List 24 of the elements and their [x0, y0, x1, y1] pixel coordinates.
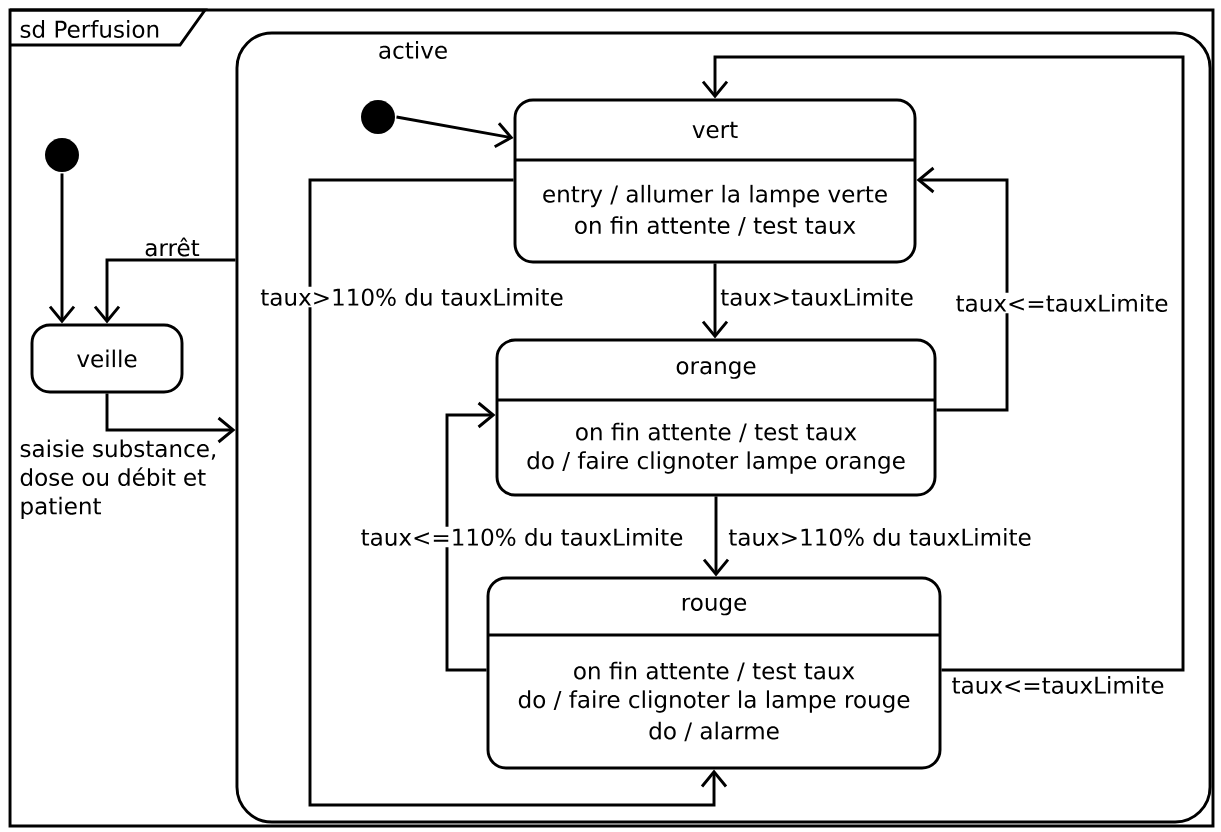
edge-label: arrêt [145, 237, 200, 257]
arrow [701, 55, 1185, 672]
initial-state-dot [361, 100, 395, 134]
arrow [105, 393, 236, 444]
state-box: rouge on fin attente / test taux do / faire clignoter la lampe rouge do / alarme [486, 576, 942, 770]
arrow [916, 166, 1009, 412]
state-box: veille [30, 323, 184, 394]
state-box: vert entry / allumer la lampe verte on fin attente / test taux [513, 98, 917, 264]
initial-state-dot [45, 138, 79, 172]
edge-label: taux>110% du tauxLimite [260, 288, 563, 306]
edge-label: taux>tauxLimite [720, 288, 913, 306]
edge-label: taux<=tauxLimite [952, 676, 1164, 694]
edge-label: saisie substance, dose ou débit et patient [20, 439, 216, 520]
arrow [396, 115, 514, 149]
arrow [308, 178, 728, 807]
arrow [93, 258, 236, 324]
arrow [702, 496, 730, 577]
arrow [48, 173, 76, 324]
edge-label: taux>110% du tauxLimite [728, 528, 1031, 546]
edge-label: taux<=110% du tauxLimite [361, 528, 683, 546]
arrow [701, 263, 729, 339]
edge-label: taux<=tauxLimite [956, 294, 1168, 312]
arrow [445, 401, 496, 672]
state-box: orange on fin attente / test taux do / faire clignoter lampe orange [495, 338, 937, 497]
